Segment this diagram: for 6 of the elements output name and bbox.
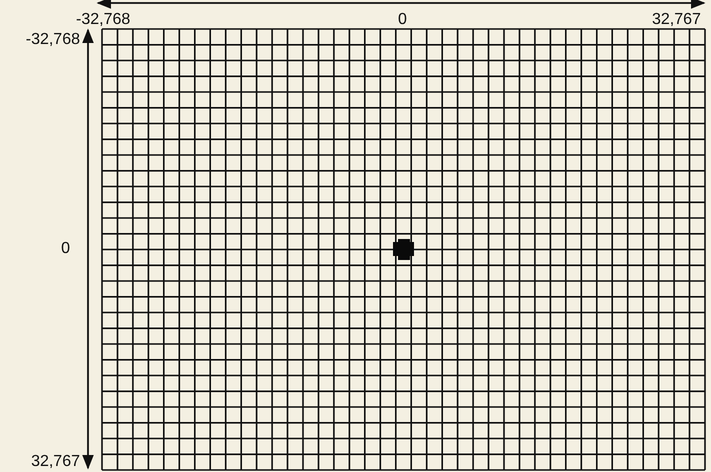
axis-label: 0 (61, 240, 70, 258)
axis-label: -32,768 (26, 31, 80, 49)
axis-label: 0 (398, 11, 407, 29)
axis-label: -32,768 (76, 11, 130, 29)
axis-label: 32,767 (652, 11, 701, 29)
axis-label: 32,767 (31, 453, 80, 471)
